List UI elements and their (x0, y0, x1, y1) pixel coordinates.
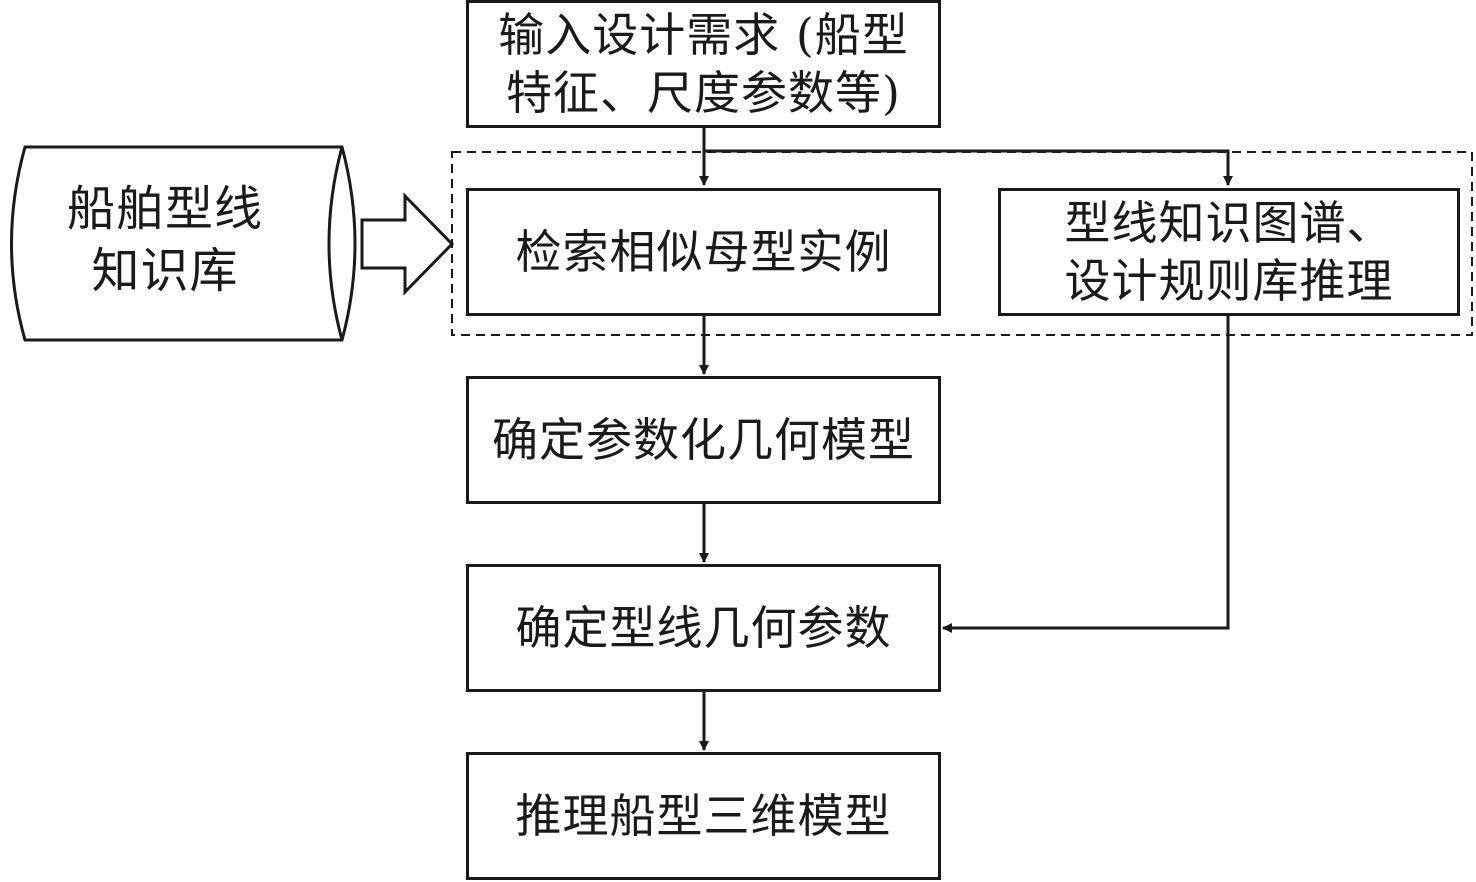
graph-reasoning-label: 型线知识图谱、 设计规则库推理 (1064, 196, 1394, 308)
input-requirements-label: 输入设计需求 (船型 特征、尺度参数等) (498, 8, 909, 120)
knowledge-base-cylinder (10, 145, 357, 342)
graph-reasoning-box: 型线知识图谱、 设计规则库推理 (998, 188, 1460, 316)
line-params-label: 确定型线几何参数 (515, 601, 892, 655)
arrow-reasoning-to-lineparams (942, 315, 1230, 633)
line-params-box: 确定型线几何参数 (466, 564, 941, 692)
infer-3d-box: 推理船型三维模型 (466, 752, 941, 880)
param-geometry-label: 确定参数化几何模型 (492, 413, 915, 467)
infer-3d-label: 推理船型三维模型 (515, 789, 892, 843)
knowledge-base-label: 船舶型线 知识库 (66, 181, 263, 299)
retrieve-parent-box: 检索相似母型实例 (466, 188, 941, 316)
param-geometry-box: 确定参数化几何模型 (466, 376, 941, 504)
arrow-input-to-reasoning (704, 149, 1233, 186)
knowledge-flow-arrow (360, 192, 455, 296)
retrieve-parent-label: 检索相似母型实例 (515, 225, 892, 279)
input-requirements-box: 输入设计需求 (船型 特征、尺度参数等) (466, 0, 941, 128)
